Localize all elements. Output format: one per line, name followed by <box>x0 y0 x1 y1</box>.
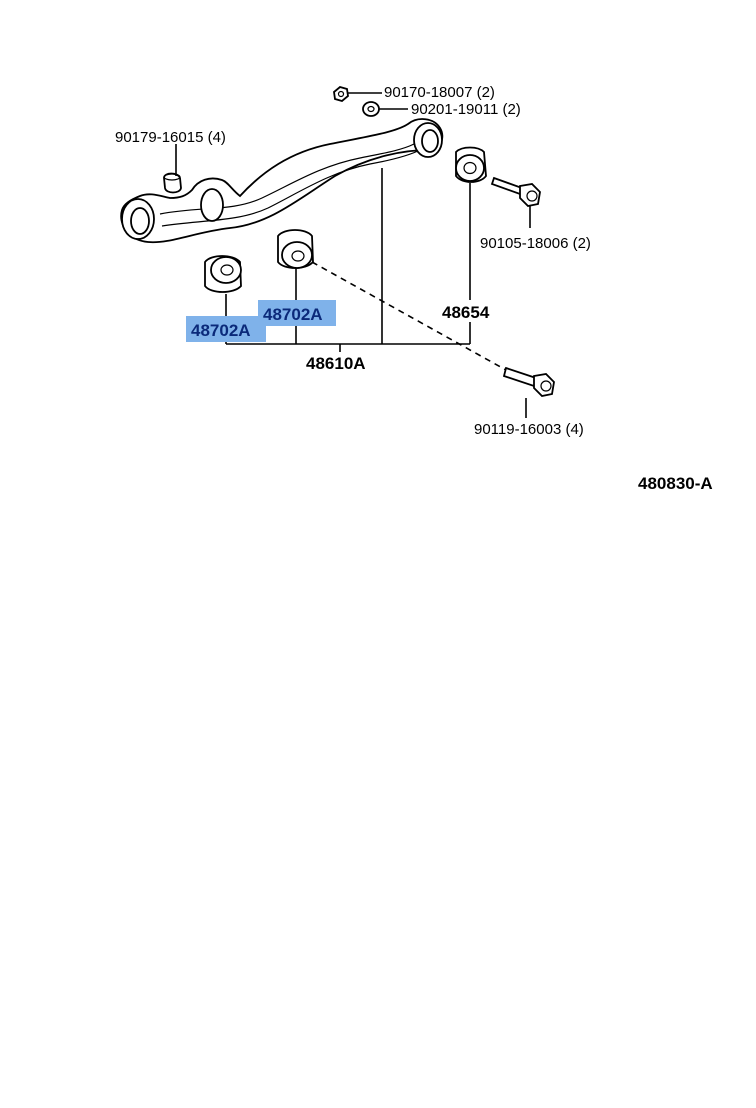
label-bolt-right[interactable]: 90105-18006 (2) <box>480 235 591 252</box>
control-arm[interactable] <box>120 118 444 244</box>
label-bushing-left[interactable]: 48702A <box>191 321 251 340</box>
figure-code: 480830-A <box>638 474 713 493</box>
label-arm-assembly[interactable]: 48610A <box>306 354 366 373</box>
bolt-lower-icon[interactable] <box>502 366 555 397</box>
label-bolt-lower[interactable]: 90119-16003 (4) <box>474 421 584 438</box>
label-cap[interactable]: 90179-16015 (4) <box>115 129 226 146</box>
washer-icon[interactable] <box>362 101 380 117</box>
label-nut[interactable]: 90170-18007 (2) <box>384 84 495 101</box>
bushing-mid-icon[interactable] <box>277 229 314 269</box>
nut-icon[interactable] <box>333 86 349 102</box>
label-bushing-mid[interactable]: 48702A <box>263 305 323 324</box>
label-washer[interactable]: 90201-19011 (2) <box>411 101 521 118</box>
label-bushing-rear[interactable]: 48654 <box>442 303 490 322</box>
highlight-box-left <box>186 316 266 342</box>
cap-icon[interactable] <box>163 172 182 194</box>
highlight-box-mid <box>258 300 336 326</box>
bolt-right-icon[interactable] <box>490 176 541 207</box>
leader-lines <box>175 92 531 418</box>
bushing-rear-icon[interactable] <box>455 146 487 183</box>
bushing-left-icon[interactable] <box>204 255 242 293</box>
